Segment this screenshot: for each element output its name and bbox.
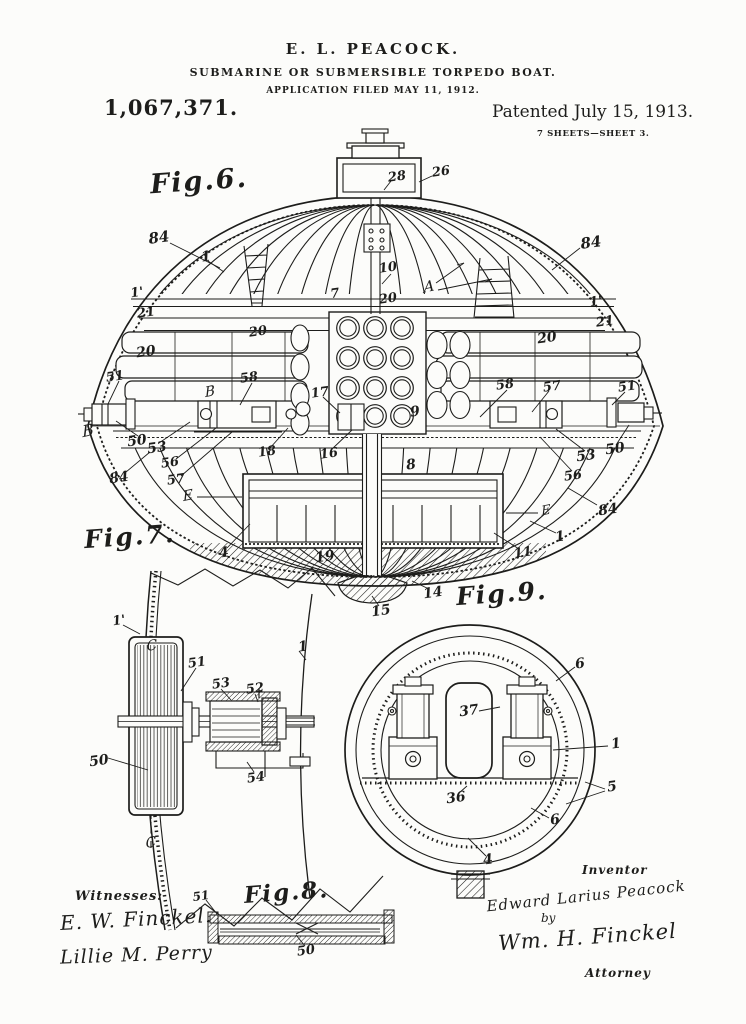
- inventor-name-line: E. L. PEACOCK.: [285, 40, 461, 58]
- fig9-cross-section: [344, 624, 609, 899]
- fig7-leaders: [107, 624, 307, 773]
- patent-title-line: SUBMARINE OR SUBMERSIBLE TORPEDO BOAT.: [189, 66, 557, 79]
- deck-lines: [90, 298, 660, 449]
- conning-tower: [336, 128, 422, 314]
- fig9-leaders: [458, 666, 609, 857]
- tube-end-caps: [290, 324, 471, 436]
- bottom-stub: [451, 870, 490, 899]
- patent-date: Patented July 15, 1913.: [492, 102, 694, 122]
- central-trunk-funnel: [337, 434, 408, 604]
- mast-junction-plate: [363, 223, 391, 253]
- fig7-vane-detail: [107, 567, 384, 931]
- by-text: by: [541, 911, 556, 925]
- attorney-heading: Attorney: [585, 966, 651, 980]
- inventor-heading: Inventor: [582, 863, 648, 877]
- motor-left: [387, 676, 438, 780]
- interior-ladders: [243, 243, 515, 319]
- vane-shaft-motor: [117, 688, 315, 777]
- hull-rivet-line: [96, 204, 655, 578]
- fig8-housing-detail: [205, 899, 395, 947]
- tube-door-mechanisms: [78, 397, 662, 433]
- motor-right: [502, 676, 553, 780]
- patent-number: 1,067,371.: [104, 95, 239, 120]
- sheet-info: 7 SHEETS—SHEET 3.: [537, 129, 650, 139]
- application-date-line: APPLICATION FILED MAY 11, 1912.: [266, 86, 480, 96]
- witnesses-heading: Witnesses:: [75, 889, 164, 904]
- leader-lines: [107, 175, 630, 607]
- central-tank: [445, 682, 493, 779]
